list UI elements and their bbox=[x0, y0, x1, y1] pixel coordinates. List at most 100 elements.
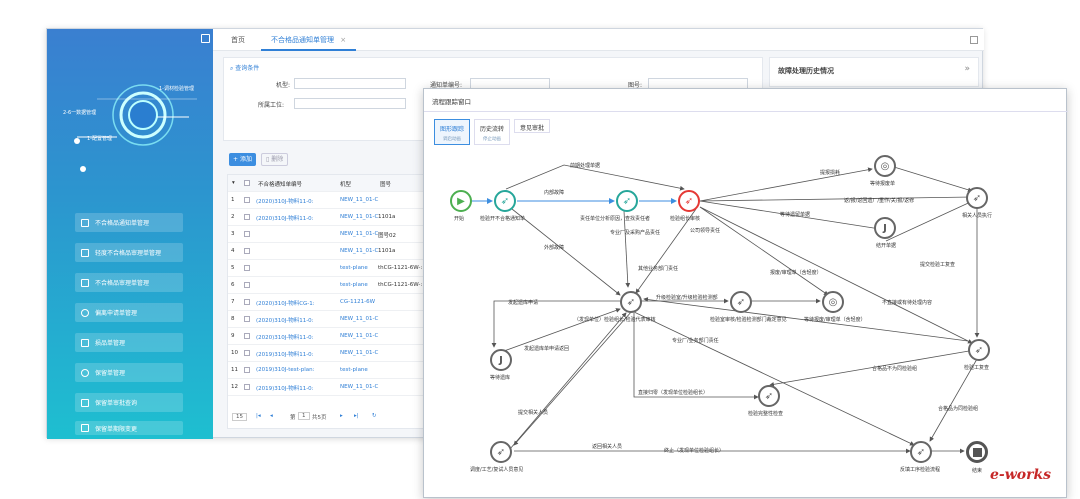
delete-button[interactable]: ▯ 删除 bbox=[261, 153, 289, 166]
tab-notice[interactable]: 不合格品通知单管理 × bbox=[261, 29, 357, 51]
page-input[interactable]: 1 bbox=[298, 412, 310, 420]
history-panel: 故障处理历史情况 » bbox=[769, 57, 979, 87]
task-node-integrity[interactable]: ➶ bbox=[758, 385, 780, 407]
row-checkbox[interactable] bbox=[244, 214, 250, 220]
tab-opinion[interactable]: 意见审批 bbox=[514, 119, 550, 133]
sidebar-item-notice[interactable]: 不合格品通知单管理 bbox=[75, 213, 183, 232]
prev-page-icon[interactable]: ◂ bbox=[270, 413, 273, 419]
orbit-label-3: 1-配置管理 bbox=[87, 136, 112, 142]
wait-node-scrap[interactable]: ◎ bbox=[874, 155, 896, 177]
doc-icon bbox=[81, 278, 89, 287]
watermark-logo: e-works bbox=[990, 467, 1052, 483]
sidebar-item-retain-change[interactable]: 保留单期限变更 bbox=[75, 421, 183, 435]
gear-icon bbox=[81, 368, 89, 377]
toolbar: + 添加 ▯ 删除 bbox=[227, 153, 427, 167]
row-checkbox[interactable] bbox=[244, 248, 250, 254]
history-title: 故障处理历史情况 bbox=[778, 67, 834, 75]
fullscreen-icon[interactable] bbox=[970, 36, 978, 44]
page-size-select[interactable]: 15 bbox=[232, 413, 247, 421]
row-checkbox[interactable] bbox=[244, 367, 250, 373]
search-icon: ⌕ bbox=[230, 65, 234, 72]
close-icon[interactable]: × bbox=[340, 36, 347, 44]
table-row[interactable]: 7(2020)310J-物料CG-1:CG-1121-6W bbox=[228, 294, 428, 311]
doc-icon bbox=[81, 218, 89, 227]
task-node-leader-review[interactable]: ➶ bbox=[678, 190, 700, 212]
query-title: ⌕ 查询条件 bbox=[230, 65, 260, 72]
wait-node-review[interactable]: ◎ bbox=[822, 291, 844, 313]
tab-history[interactable]: 历史流转 停止动画 bbox=[474, 119, 510, 145]
table-row[interactable]: 12(2019)310J-物料11-0:NEW_11_01-C bbox=[228, 379, 428, 396]
sidebar-item-review[interactable]: 不合格品审理单管理 bbox=[75, 273, 183, 292]
orbit-label-1: 1-调材检验管理 bbox=[159, 86, 194, 92]
list-icon bbox=[81, 398, 89, 407]
task-node-dept-review[interactable]: ➶ bbox=[730, 291, 752, 313]
row-checkbox[interactable] bbox=[244, 299, 250, 305]
sidebar-item-loss[interactable]: 损品单管理 bbox=[75, 333, 183, 352]
task-node-opinion[interactable]: ➶ bbox=[490, 441, 512, 463]
row-checkbox[interactable] bbox=[244, 197, 250, 203]
table-row[interactable]: 9(2020)310J-物料11-0:NEW_11_01-C bbox=[228, 328, 428, 345]
end-node[interactable] bbox=[966, 441, 988, 463]
add-button[interactable]: + 添加 bbox=[229, 153, 256, 166]
folder-icon bbox=[81, 338, 89, 347]
model-label: 机型: bbox=[276, 82, 291, 89]
notice-label: 通知单编号: bbox=[430, 82, 463, 89]
task-node-analyze[interactable]: ➶ bbox=[616, 190, 638, 212]
start-animation-link[interactable]: 调启动画 bbox=[443, 137, 461, 142]
data-table: ▾ 不合格通知单编号 机型 图号 1(2020)310J-物料11-0:NEW_… bbox=[227, 174, 428, 429]
pager: 15 |◂ ◂ 第 1 共5页 ▸ ▸| ↻ bbox=[228, 409, 428, 427]
drawing-label: 图号: bbox=[628, 82, 643, 89]
row-checkbox[interactable] bbox=[244, 350, 250, 356]
tab-bar: 首页 不合格品通知单管理 × bbox=[213, 29, 984, 51]
task-node-recheck[interactable]: ➶ bbox=[968, 339, 990, 361]
first-page-icon[interactable]: |◂ bbox=[256, 413, 261, 419]
wait-node-close[interactable]: J bbox=[874, 217, 896, 239]
last-page-icon[interactable]: ▸| bbox=[354, 413, 359, 419]
orbit-label-2: 2-6一数据管理 bbox=[63, 110, 97, 116]
table-header: ▾ 不合格通知单编号 机型 图号 bbox=[228, 175, 428, 192]
row-checkbox[interactable] bbox=[244, 282, 250, 288]
row-checkbox[interactable] bbox=[244, 384, 250, 390]
task-node-open-notice[interactable]: ➶ bbox=[494, 190, 516, 212]
refresh-icon[interactable]: ↻ bbox=[372, 413, 377, 419]
table-row[interactable]: 1(2020)310J-物料11-0:NEW_11_01-C bbox=[228, 192, 428, 209]
wait-node-return[interactable]: J bbox=[490, 349, 512, 371]
table-row[interactable]: 8(2020)310J-物料11-0:NEW_11_01-C bbox=[228, 311, 428, 328]
model-input[interactable] bbox=[294, 78, 406, 89]
task-node-refill[interactable]: ➶ bbox=[910, 441, 932, 463]
task-node-group-review[interactable]: ➶ bbox=[620, 291, 642, 313]
sidebar-item-retain-query[interactable]: 保留单审批查询 bbox=[75, 393, 183, 412]
orbit-graphic bbox=[74, 84, 197, 172]
start-node[interactable]: ▶ bbox=[450, 190, 472, 212]
next-page-icon[interactable]: ▸ bbox=[340, 413, 343, 419]
station-label: 所属工位: bbox=[258, 102, 285, 109]
task-node-execute[interactable]: ➶ bbox=[966, 187, 988, 209]
swap-icon bbox=[81, 424, 89, 432]
edit-icon bbox=[81, 248, 89, 257]
row-checkbox[interactable] bbox=[244, 316, 250, 322]
flow-window: 流程跟踪窗口 图形跟踪 调启动画 历史流转 停止动画 意见审批 bbox=[423, 88, 1068, 498]
table-row[interactable]: 11(2019)310J-test-plan:test-plane bbox=[228, 362, 428, 379]
station-input[interactable] bbox=[294, 98, 406, 109]
stop-animation-link[interactable]: 停止动画 bbox=[483, 137, 501, 142]
help-icon bbox=[81, 308, 89, 317]
flow-window-title: 流程跟踪窗口 bbox=[432, 98, 471, 106]
table-row[interactable]: 10(2019)310J-物料11-0:NEW_11_01-C bbox=[228, 345, 428, 362]
sidebar-item-mild[interactable]: 轻度不合格品审理单管理 bbox=[75, 243, 183, 262]
tab-graph[interactable]: 图形跟踪 调启动画 bbox=[434, 119, 470, 145]
sidebar: 1-调材检验管理 2-6一数据管理 1-配置管理 不合格品通知单管理 轻度不合格… bbox=[47, 29, 213, 439]
sidebar-item-retain[interactable]: 保留单管理 bbox=[75, 363, 183, 382]
sidebar-toggle-icon[interactable] bbox=[201, 34, 210, 43]
tab-home[interactable]: 首页 bbox=[231, 36, 245, 44]
row-checkbox[interactable] bbox=[244, 333, 250, 339]
select-all-checkbox[interactable] bbox=[244, 180, 250, 186]
expand-icon[interactable]: » bbox=[964, 64, 970, 74]
row-checkbox[interactable] bbox=[244, 265, 250, 271]
sidebar-item-deviation[interactable]: 偏离申请单管理 bbox=[75, 303, 183, 322]
row-checkbox[interactable] bbox=[244, 231, 250, 237]
